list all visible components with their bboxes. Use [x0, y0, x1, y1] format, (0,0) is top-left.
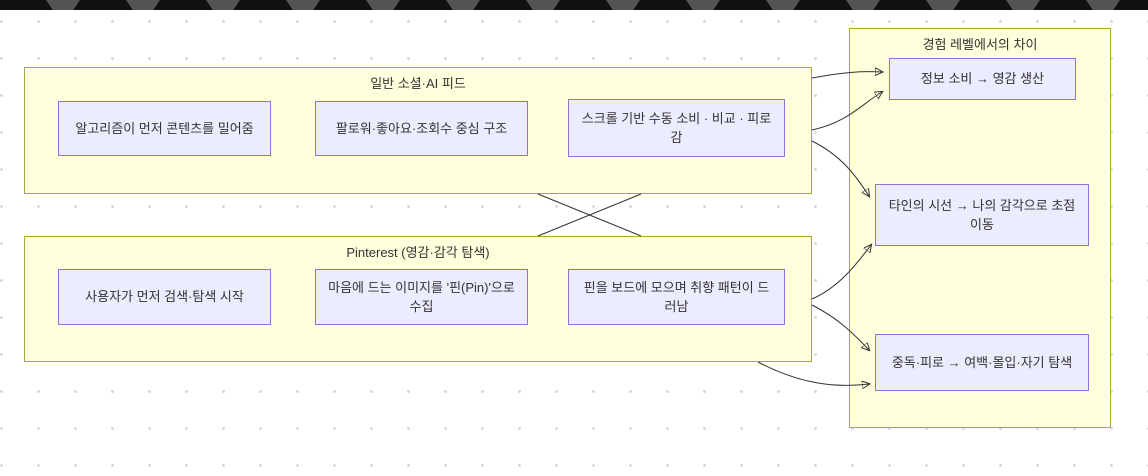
group-pinterest: Pinterest (영감·감각 탐색) 사용자가 먼저 검색·탐색 시작 마음…: [24, 236, 812, 362]
strip-notch: [446, 0, 480, 10]
strip-notch: [926, 0, 960, 10]
node-pinterest-search: 사용자가 먼저 검색·탐색 시작: [58, 269, 271, 325]
strip-notch: [846, 0, 880, 10]
node-pinterest-pin: 마음에 드는 이미지를 '핀(Pin)'으로 수집: [315, 269, 528, 325]
node-pinterest-board: 핀을 보드에 모으며 취향 패턴이 드러남: [568, 269, 785, 325]
strip-notch: [206, 0, 240, 10]
node-exp-immersion: 중독·피로 → 여백·몰입·자기 탐색: [875, 334, 1089, 391]
strip-notch: [1086, 0, 1120, 10]
node-exp-focus: 타인의 시선 → 나의 감각으로 초점 이동: [875, 184, 1089, 246]
group-experience-diff-title: 경험 레벨에서의 차이: [922, 37, 1038, 52]
node-label: 마음에 드는 이미지를 '핀(Pin)'으로 수집: [328, 279, 515, 315]
node-label: 중독·피로 → 여백·몰입·자기 탐색: [891, 354, 1073, 370]
strip-notch: [686, 0, 720, 10]
group-experience-diff: 경험 레벨에서의 차이 정보 소비 → 영감 생산 타인의 시선 → 나의 감각…: [849, 28, 1111, 428]
strip-notch: [366, 0, 400, 10]
strip-notch: [1006, 0, 1040, 10]
node-exp-inspiration: 정보 소비 → 영감 생산: [889, 58, 1076, 100]
strip-notch: [46, 0, 80, 10]
strip-notch: [286, 0, 320, 10]
group-social-ai-feed-title: 일반 소셜·AI 피드: [370, 76, 466, 91]
group-social-ai-feed: 일반 소셜·AI 피드 알고리즘이 먼저 콘텐츠를 밀어줌 팔로워·좋아요·조회…: [24, 67, 812, 194]
edge-cross-a: [537, 193, 642, 237]
strip-notch: [126, 0, 160, 10]
node-feed-followers: 팔로워·좋아요·조회수 중심 구조: [315, 101, 528, 156]
strip-notch: [606, 0, 640, 10]
node-feed-scroll: 스크롤 기반 수동 소비 · 비교 · 피로감: [568, 99, 785, 157]
edge-cross-b: [537, 193, 642, 237]
top-strip: [0, 0, 1148, 10]
node-label: 알고리즘이 먼저 콘텐츠를 밀어줌: [75, 120, 254, 136]
group-pinterest-title: Pinterest (영감·감각 탐색): [346, 245, 490, 260]
strip-notch: [526, 0, 560, 10]
node-label: 사용자가 먼저 검색·탐색 시작: [85, 289, 244, 305]
node-label: 정보 소비 → 영감 생산: [920, 71, 1045, 87]
strip-notch: [766, 0, 800, 10]
node-feed-algorithm: 알고리즘이 먼저 콘텐츠를 밀어줌: [58, 101, 271, 156]
node-label: 핀을 보드에 모으며 취향 패턴이 드러남: [583, 279, 770, 315]
node-label: 타인의 시선 → 나의 감각으로 초점 이동: [888, 197, 1076, 233]
node-label: 스크롤 기반 수동 소비 · 비교 · 피로감: [581, 110, 772, 146]
node-label: 팔로워·좋아요·조회수 중심 구조: [335, 120, 508, 136]
